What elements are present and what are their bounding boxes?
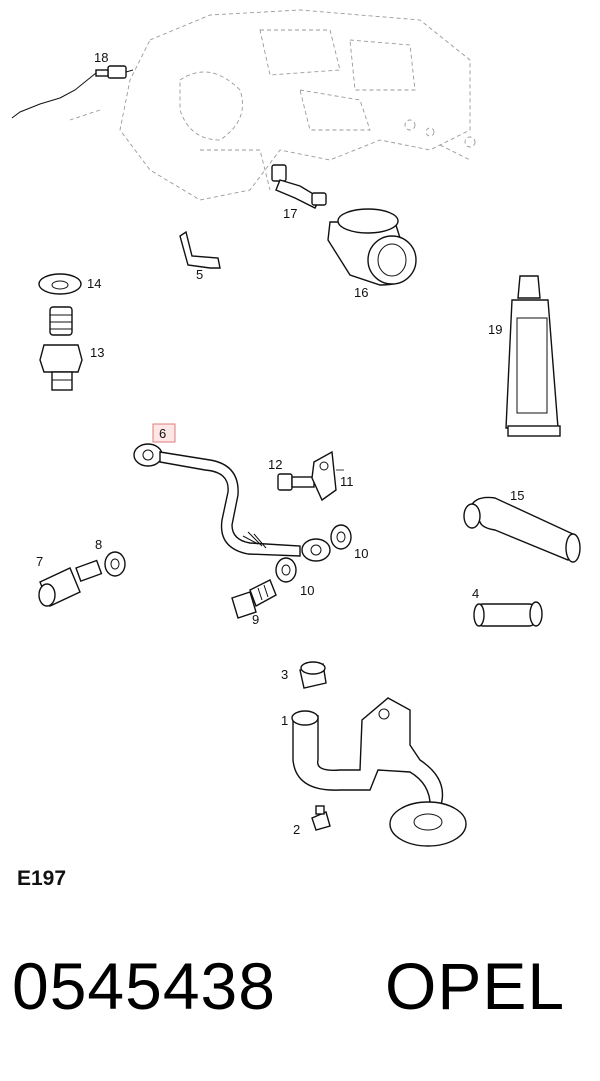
brand-name: OPEL [385, 949, 566, 1023]
callout-6-highlight [152, 423, 176, 443]
parts-diagram: 18 17 16 5 14 13 [11, 9, 581, 847]
part-15-hose-elbow: 15 [463, 488, 581, 563]
callout-10a: 10 [354, 546, 368, 561]
callout-1: 1 [281, 713, 288, 728]
part-10-seal-ring-b: 10 [275, 557, 314, 598]
part-7-adapter: 7 [36, 554, 103, 607]
part-14-washer: 14 [38, 273, 101, 295]
part-2-screw: 2 [293, 805, 331, 837]
part-number: 0545438 [12, 949, 276, 1023]
callout-15: 15 [510, 488, 524, 503]
callout-11: 11 [340, 474, 354, 489]
callout-3: 3 [281, 667, 288, 682]
callout-19: 19 [488, 322, 502, 337]
callout-9: 9 [252, 612, 259, 627]
callout-18: 18 [94, 50, 108, 65]
part-17-adapter: 17 [271, 164, 327, 221]
part-18-sender-switch: 18 [11, 50, 134, 119]
part-13-union-stud: 13 [39, 306, 104, 391]
part-1-pickup-pipe: 1 [281, 697, 467, 847]
callout-14: 14 [87, 276, 101, 291]
part-5-pipe: 5 [179, 230, 221, 282]
callout-16: 16 [354, 285, 368, 300]
engine-block-outline [69, 9, 476, 201]
callout-17: 17 [283, 206, 297, 221]
figure-code: E197 [17, 867, 67, 890]
callout-12: 12 [268, 457, 282, 472]
callout-10b: 10 [300, 583, 314, 598]
callout-5: 5 [196, 267, 203, 282]
part-12-bolt: 12 [268, 457, 315, 491]
callout-8: 8 [95, 537, 102, 552]
callout-13: 13 [90, 345, 104, 360]
part-10-seal-ring-a: 10 [330, 524, 368, 561]
part-16-oil-filter: 16 [327, 208, 417, 300]
part-9-bolt: 9 [231, 579, 277, 627]
part-19-sealant-tube: 19 [488, 275, 561, 437]
part-3-seal: 3 [281, 661, 327, 689]
callout-4: 4 [472, 586, 479, 601]
callout-2: 2 [293, 822, 300, 837]
callout-7: 7 [36, 554, 43, 569]
part-11-clip: 11 [311, 450, 354, 502]
part-8-washer: 8 [95, 537, 126, 577]
part-6-oil-pipe: 6 [133, 423, 331, 562]
callout-6: 6 [159, 426, 166, 441]
part-4-connector: 4 [472, 586, 543, 627]
